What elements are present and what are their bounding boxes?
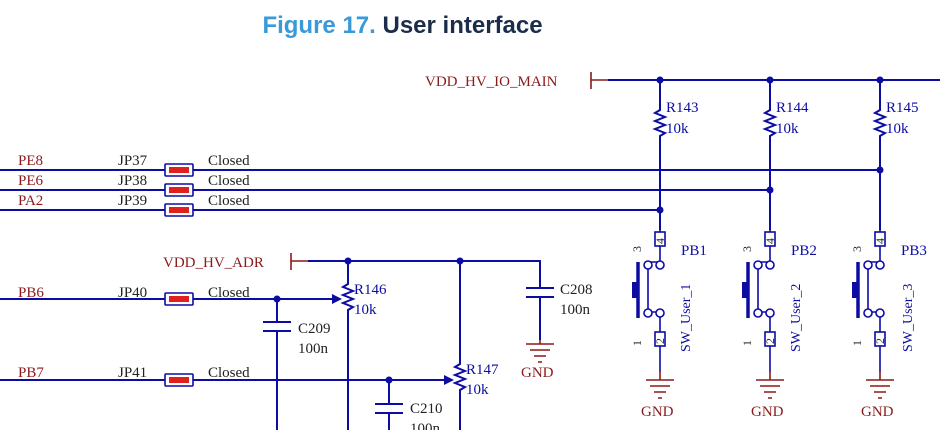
svg-text:GND: GND xyxy=(751,404,784,420)
pin-number: 1 xyxy=(850,340,864,346)
pin-number: 3 xyxy=(850,246,864,252)
push-button-pb2: 3 4 1 2 PB2 SW_User_2 xyxy=(740,230,817,372)
jumper-state: Closed xyxy=(208,153,250,169)
jumper-ref-jp41: JP41 xyxy=(118,365,147,381)
ground-label: GND xyxy=(521,365,554,381)
capacitor-ref: C208 xyxy=(560,282,593,298)
resistor-value: 10k xyxy=(886,121,909,137)
jumper-jp39 xyxy=(164,203,194,217)
button-ref: PB2 xyxy=(791,243,817,259)
jumper-state: Closed xyxy=(208,285,250,301)
push-button-pb3: 3 4 1 2 PB3 SW_User_3 xyxy=(850,230,927,372)
net-label-vdd-adr: VDD_HV_ADR xyxy=(163,255,264,271)
capacitor-value: 100n xyxy=(410,421,441,430)
ground-symbol: GND xyxy=(861,372,894,420)
pin-number: 1 xyxy=(630,340,644,346)
wire-vdd-adr-rail xyxy=(308,260,541,280)
resistor-value: 10k xyxy=(466,382,489,398)
power-symbol-vdd-io xyxy=(590,72,608,89)
pin-number: 3 xyxy=(740,246,754,252)
net-label-pb7: PB7 xyxy=(18,365,44,381)
jumper-ref-jp37: JP37 xyxy=(118,153,148,169)
jumper-state: Closed xyxy=(208,365,250,381)
potentiometer-r146: R146 10k xyxy=(340,261,387,430)
resistor-value: 10k xyxy=(666,121,689,137)
resistor-r143: R143 10k xyxy=(652,80,699,230)
capacitor-ref: C210 xyxy=(410,401,443,417)
resistor-ref: R146 xyxy=(354,282,387,298)
capacitor-c208: C208 100n GND xyxy=(521,280,593,381)
figure-number: Figure 17. xyxy=(262,12,376,39)
pin-number: 4 xyxy=(763,238,777,244)
capacitor-value: 100n xyxy=(560,302,591,318)
resistor-value: 10k xyxy=(354,302,377,318)
pin-number: 2 xyxy=(763,338,777,344)
net-label-pe8: PE8 xyxy=(18,153,43,169)
button-label: SW_User_2 xyxy=(789,284,804,352)
power-symbol-vdd-adr xyxy=(290,253,308,270)
ground-symbol: GND xyxy=(641,372,674,420)
ground-symbol: GND xyxy=(751,372,784,420)
junction xyxy=(876,166,884,174)
wiper-arrow xyxy=(332,294,342,304)
net-label-pa2: PA2 xyxy=(18,193,43,209)
jumper-state: Closed xyxy=(208,193,250,209)
pin-number: 4 xyxy=(653,238,667,244)
potentiometer-r147: R147 10k xyxy=(452,261,499,430)
svg-text:GND: GND xyxy=(861,404,894,420)
net-label-pe6: PE6 xyxy=(18,173,44,189)
capacitor-c210: C210 100n xyxy=(375,380,443,430)
resistor-ref: R147 xyxy=(466,362,499,378)
resistor-value: 10k xyxy=(776,121,799,137)
net-label-vdd-io: VDD_HV_IO_MAIN xyxy=(425,74,558,90)
figure-caption: User interface xyxy=(382,12,543,39)
pin-number: 2 xyxy=(873,338,887,344)
wiper-arrow xyxy=(444,375,454,385)
capacitor-value: 100n xyxy=(298,341,329,357)
push-button-pb1: 3 4 1 2 PB1 SW_User_1 xyxy=(630,230,707,372)
resistor-ref: R145 xyxy=(886,100,919,116)
jumper-jp38 xyxy=(164,183,194,197)
jumper-ref-jp38: JP38 xyxy=(118,173,147,189)
jumper-ref-jp40: JP40 xyxy=(118,285,147,301)
capacitor-ref: C209 xyxy=(298,321,331,337)
capacitor-c209: C209 100n xyxy=(263,299,331,430)
button-label: SW_User_1 xyxy=(679,284,694,352)
figure-title: Figure 17. User interface xyxy=(0,12,805,40)
pin-number: 2 xyxy=(653,338,667,344)
resistor-r145: R145 10k xyxy=(872,80,919,230)
pin-number: 4 xyxy=(873,238,887,244)
resistor-r144: R144 10k xyxy=(762,80,809,230)
net-label-pb6: PB6 xyxy=(18,285,44,301)
resistor-ref: R143 xyxy=(666,100,699,116)
svg-text:GND: GND xyxy=(641,404,674,420)
resistor-ref: R144 xyxy=(776,100,809,116)
jumper-ref-jp39: JP39 xyxy=(118,193,147,209)
junction xyxy=(656,206,664,214)
button-ref: PB1 xyxy=(681,243,707,259)
junction xyxy=(766,186,774,194)
button-ref: PB3 xyxy=(901,243,927,259)
jumper-state: Closed xyxy=(208,173,250,189)
jumper-jp40 xyxy=(164,292,194,306)
pin-number: 1 xyxy=(740,340,754,346)
jumper-jp37 xyxy=(164,163,194,177)
pin-number: 3 xyxy=(630,246,644,252)
button-label: SW_User_3 xyxy=(901,284,916,352)
jumper-jp41 xyxy=(164,373,194,387)
